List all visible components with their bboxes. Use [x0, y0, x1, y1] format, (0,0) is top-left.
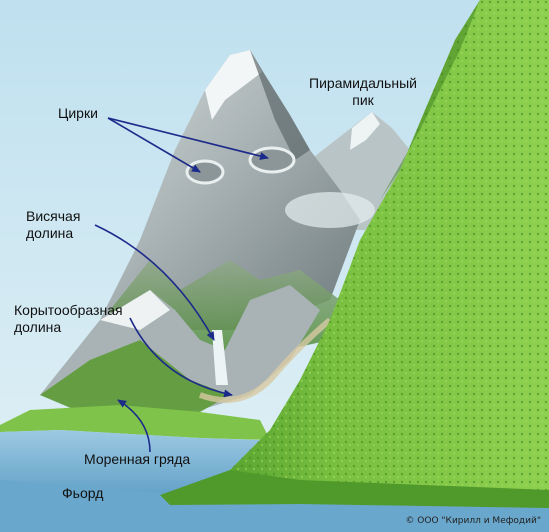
moraine-shore [0, 405, 270, 440]
label-fjord: Фьорд [62, 485, 104, 501]
label-hanging-valley-line2: долина [26, 225, 74, 241]
arrow-hanging-valley [94, 224, 215, 341]
main-peak [95, 50, 360, 330]
label-pyramid-peak-line2: пик [352, 92, 374, 108]
hanging-valley-fall [212, 330, 228, 385]
label-moraine: Моренная гряда [84, 451, 191, 467]
cirque-right [248, 146, 296, 174]
label-trough-valley-line2: долина [14, 319, 62, 335]
arrow-cirque-right [107, 117, 269, 160]
label-hanging-valley-line1: Висячая [26, 208, 81, 224]
label-trough-valley: Корытообразная долина [14, 302, 123, 336]
label-pyramid-peak: Пирамидальный пик [298, 75, 428, 109]
arrow-cirque-left [107, 117, 201, 173]
annotation-arrows [94, 117, 269, 453]
copyright: © ООО "Кирилл и Мефодий" [405, 516, 541, 526]
cirque-left [185, 159, 225, 185]
label-cirques: Цирки [58, 105, 98, 121]
label-hanging-valley: Висячая долина [26, 208, 80, 242]
label-pyramid-peak-line1: Пирамидальный [309, 75, 417, 91]
arrow-moraine [117, 399, 151, 453]
arrow-trough-valley [129, 317, 233, 398]
label-trough-valley-line1: Корытообразная [14, 302, 123, 318]
